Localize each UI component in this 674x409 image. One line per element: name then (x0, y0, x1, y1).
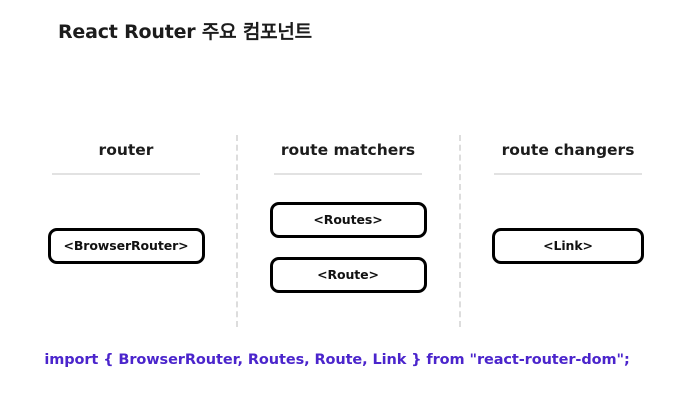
column-header-rule (52, 172, 200, 175)
import-statement: import { BrowserRouter, Routes, Route, L… (44, 352, 630, 368)
column-router: router <BrowserRouter> (30, 130, 222, 264)
column-header-router: router (98, 141, 154, 159)
box-stack-route-matchers: <Routes> <Route> (249, 201, 447, 293)
column-route-matchers: route matchers <Routes> <Route> (249, 130, 447, 293)
columns-container: router <BrowserRouter> route matchers <R… (0, 130, 674, 330)
column-header-rule (274, 172, 422, 175)
column-divider-2 (459, 135, 461, 327)
box-stack-router: <BrowserRouter> (30, 227, 222, 264)
component-box-link[interactable]: <Link> (492, 227, 644, 264)
column-header-rule (494, 172, 642, 175)
component-box-route[interactable]: <Route> (269, 256, 427, 293)
component-box-routes[interactable]: <Routes> (269, 201, 427, 238)
box-stack-route-changers: <Link> (472, 227, 664, 264)
column-divider-1 (236, 135, 238, 327)
page-title: React Router 주요 컴포넌트 (58, 21, 312, 43)
component-box-browserrouter[interactable]: <BrowserRouter> (47, 227, 205, 264)
column-header-route-changers: route changers (501, 141, 635, 159)
column-route-changers: route changers <Link> (472, 130, 664, 264)
column-header-route-matchers: route matchers (280, 141, 416, 159)
